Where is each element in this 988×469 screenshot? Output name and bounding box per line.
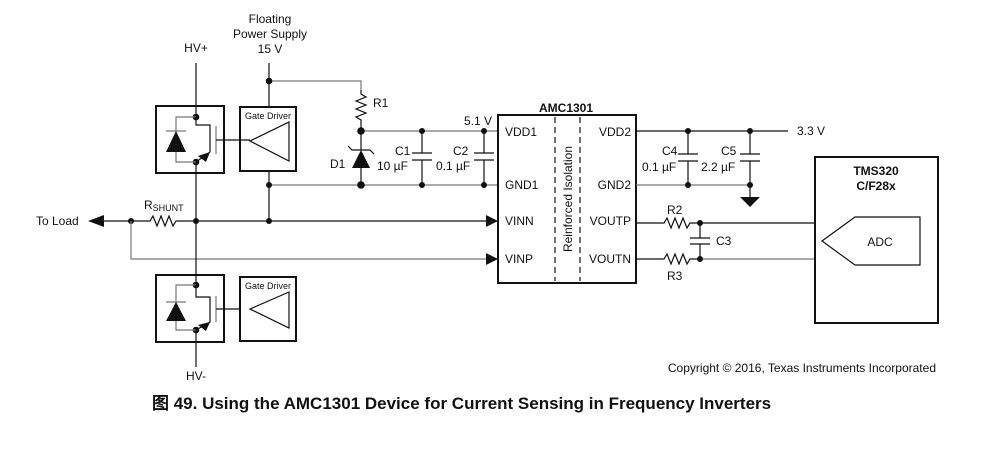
adc-label: ADC <box>867 235 893 249</box>
c5-value: 2.2 µF <box>701 160 735 174</box>
capacitor-c1 <box>412 131 432 185</box>
to-load-label: To Load <box>36 214 79 228</box>
vinp-arrow-icon <box>486 253 498 265</box>
resistor-r1 <box>354 90 368 131</box>
supply-voltage-label: 15 V <box>258 42 283 56</box>
gate-driver-bottom-label: Gate Driver <box>245 281 291 291</box>
pin-voutn: VOUTN <box>589 252 631 266</box>
igbt-top-symbol <box>166 63 250 221</box>
gate-driver-top-label: Gate Driver <box>245 111 291 121</box>
voutn-line <box>636 252 845 266</box>
gnd2-rail <box>636 182 760 207</box>
r1-label: R1 <box>373 96 389 110</box>
adc-block <box>820 216 921 266</box>
gate-driver-bottom-buffer-icon <box>248 291 290 329</box>
r3-label: R3 <box>667 269 683 283</box>
isolation-label: Reinforced Isolation <box>561 146 575 252</box>
pin-voutp: VOUTP <box>590 214 631 228</box>
vdd1-rail <box>357 127 498 135</box>
pin-vdd1: VDD1 <box>505 125 537 139</box>
igbt-top <box>155 105 225 174</box>
vdd2-rail <box>636 128 788 134</box>
gate-driver-top-buffer-icon <box>248 121 290 162</box>
to-load-arrow-icon <box>88 215 104 227</box>
vinn-line <box>88 214 498 228</box>
supply-label-line2: Power Supply <box>233 27 307 41</box>
capacitor-c4 <box>678 131 698 185</box>
c3-label: C3 <box>716 234 732 248</box>
pin-vinn: VINN <box>505 214 534 228</box>
copyright-text: Copyright © 2016, Texas Instruments Inco… <box>668 361 936 375</box>
vinn-arrow-icon <box>486 215 498 227</box>
amc1301-chip <box>497 114 637 284</box>
hv-minus-label: HV- <box>186 369 206 383</box>
c5-label: C5 <box>721 144 737 158</box>
zener-diode-d1 <box>347 131 375 185</box>
figure-caption: 图 49. Using the AMC1301 Device for Curre… <box>152 394 771 413</box>
tms320-mcu <box>814 156 939 324</box>
pin-gnd2: GND2 <box>598 178 632 192</box>
d1-label: D1 <box>330 157 346 171</box>
hv-plus-label: HV+ <box>184 41 208 55</box>
pin-vdd2: VDD2 <box>599 125 631 139</box>
gnd1-rail <box>266 181 498 189</box>
capacitor-c2 <box>474 131 494 185</box>
c4-label: C4 <box>662 144 678 158</box>
capacitor-c3 <box>690 223 710 259</box>
pin-vinp: VINP <box>505 252 533 266</box>
igbt-bottom-symbol <box>166 221 250 367</box>
pin-gnd1: GND1 <box>505 178 539 192</box>
c2-label: C2 <box>453 144 469 158</box>
mcu-name-line1: TMS320 <box>853 164 899 178</box>
vinp-line <box>130 221 498 265</box>
mcu-name-line2: C/F28x <box>856 179 896 193</box>
c2-value: 0.1 µF <box>436 159 470 173</box>
r2-label: R2 <box>667 203 683 217</box>
c1-value: 10 µF <box>377 159 408 173</box>
supply-label-line1: Floating <box>249 12 292 26</box>
c1-label: C1 <box>395 144 411 158</box>
vdd2-voltage-label: 3.3 V <box>797 124 825 138</box>
supply-wiring <box>265 63 362 106</box>
capacitor-c5 <box>740 131 760 185</box>
amc1301-title: AMC1301 <box>539 101 593 115</box>
vdd1-voltage-label: 5.1 V <box>464 114 492 128</box>
voutp-line <box>636 216 845 230</box>
c4-value: 0.1 µF <box>642 160 676 174</box>
ground-icon <box>740 197 760 207</box>
rshunt-label: RSHUNT <box>144 198 184 213</box>
